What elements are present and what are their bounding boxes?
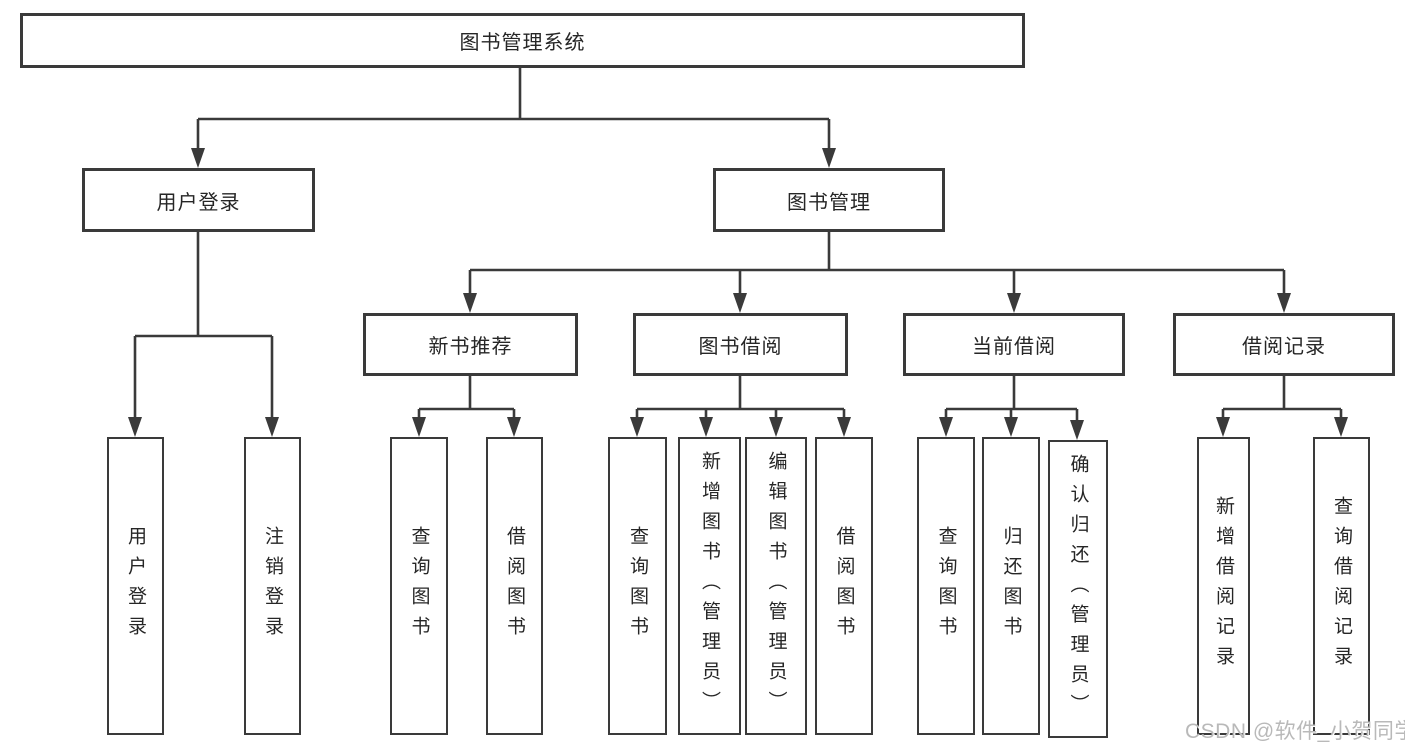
node-label: 图书管理系统	[459, 32, 586, 54]
leaf-label: 注销登录	[262, 526, 283, 646]
node-user-login: 用户登录	[82, 168, 315, 232]
node-book-borrow: 图书借阅	[633, 313, 848, 376]
leaf-query-book-borrow: 查询图书	[608, 437, 667, 735]
leaf-label: 借阅图书	[833, 526, 855, 646]
leaf-return-book: 归还图书	[982, 437, 1040, 735]
leaf-label: 查询图书	[627, 526, 648, 646]
node-new-book-recommend: 新书推荐	[363, 313, 578, 376]
leaf-add-borrow-record: 新增借阅记录	[1197, 437, 1250, 735]
node-label: 用户登录	[156, 191, 241, 214]
node-label: 当前借阅	[972, 336, 1056, 358]
leaf-logout: 注销登录	[244, 437, 301, 735]
leaf-label: 编辑图书（管理员）	[765, 451, 787, 721]
leaf-query-borrow-record: 查询借阅记录	[1313, 437, 1370, 735]
leaf-query-book-recommend: 查询图书	[390, 437, 448, 735]
leaf-borrow-book-recommend: 借阅图书	[486, 437, 543, 735]
leaf-borrow-book: 借阅图书	[815, 437, 873, 735]
leaf-query-book-current: 查询图书	[917, 437, 975, 735]
leaf-user-login: 用户登录	[107, 437, 164, 735]
leaf-confirm-return-admin: 确认归还（管理员）	[1048, 440, 1108, 738]
node-book-management: 图书管理	[713, 168, 945, 232]
leaf-add-book-admin: 新增图书（管理员）	[678, 437, 741, 735]
csdn-watermark: CSDN @软件_小贺同学	[1185, 720, 1405, 743]
node-label: 图书借阅	[698, 336, 783, 358]
leaf-label: 借阅图书	[504, 526, 525, 646]
leaf-edit-book-admin: 编辑图书（管理员）	[745, 437, 807, 735]
leaf-label: 确认归还（管理员）	[1067, 454, 1089, 724]
node-label: 借阅记录	[1242, 336, 1326, 358]
leaf-label: 新增借阅记录	[1213, 496, 1234, 676]
leaf-label: 归还图书	[1000, 526, 1022, 646]
leaf-label: 查询图书	[408, 526, 430, 646]
leaf-label: 用户登录	[125, 526, 146, 646]
node-borrow-record: 借阅记录	[1173, 313, 1395, 376]
node-current-borrow: 当前借阅	[903, 313, 1125, 376]
node-book-management-system: 图书管理系统	[20, 13, 1025, 68]
leaf-label: 查询图书	[935, 526, 957, 646]
node-label: 图书管理	[787, 191, 871, 214]
leaf-label: 新增图书（管理员）	[699, 451, 720, 721]
node-label: 新书推荐	[428, 336, 513, 358]
leaf-label: 查询借阅记录	[1331, 496, 1352, 676]
